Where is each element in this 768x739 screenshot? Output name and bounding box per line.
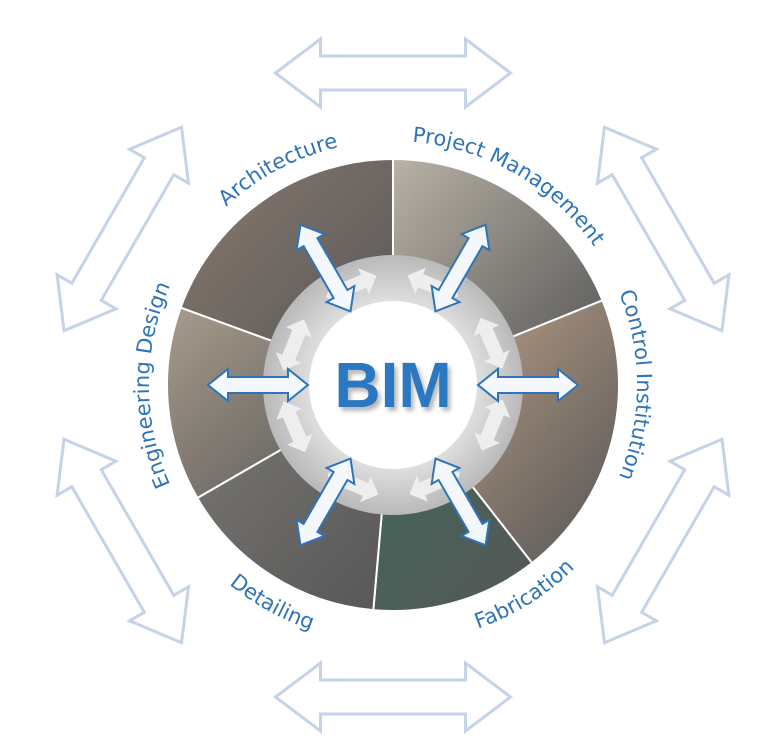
outer-double-arrow: [273, 35, 513, 111]
outer-double-arrow: [273, 659, 513, 735]
outer-double-arrow: [595, 437, 731, 645]
ring-arrow: [473, 317, 510, 369]
ring-arrow: [275, 319, 312, 371]
ring-arrow: [276, 401, 313, 453]
inner-double-arrow: [295, 457, 356, 547]
inner-arrows: [206, 223, 580, 547]
inner-double-arrow: [206, 366, 310, 404]
inner-double-arrow: [430, 457, 491, 547]
ring-arrow: [474, 399, 511, 451]
outer-double-arrow: [55, 125, 191, 333]
bim-title: BIM: [334, 349, 451, 421]
center-circle: [309, 301, 477, 469]
inner-double-arrow: [476, 366, 580, 404]
outer-double-arrow: [595, 125, 731, 333]
segment-label-text: Control Institution: [614, 286, 656, 484]
inner-double-arrow: [295, 223, 356, 313]
outer-double-arrow: [55, 437, 191, 645]
segment-label: Control Institution: [614, 286, 656, 484]
inner-double-arrow: [430, 223, 491, 313]
outer-arrows: [55, 35, 731, 735]
